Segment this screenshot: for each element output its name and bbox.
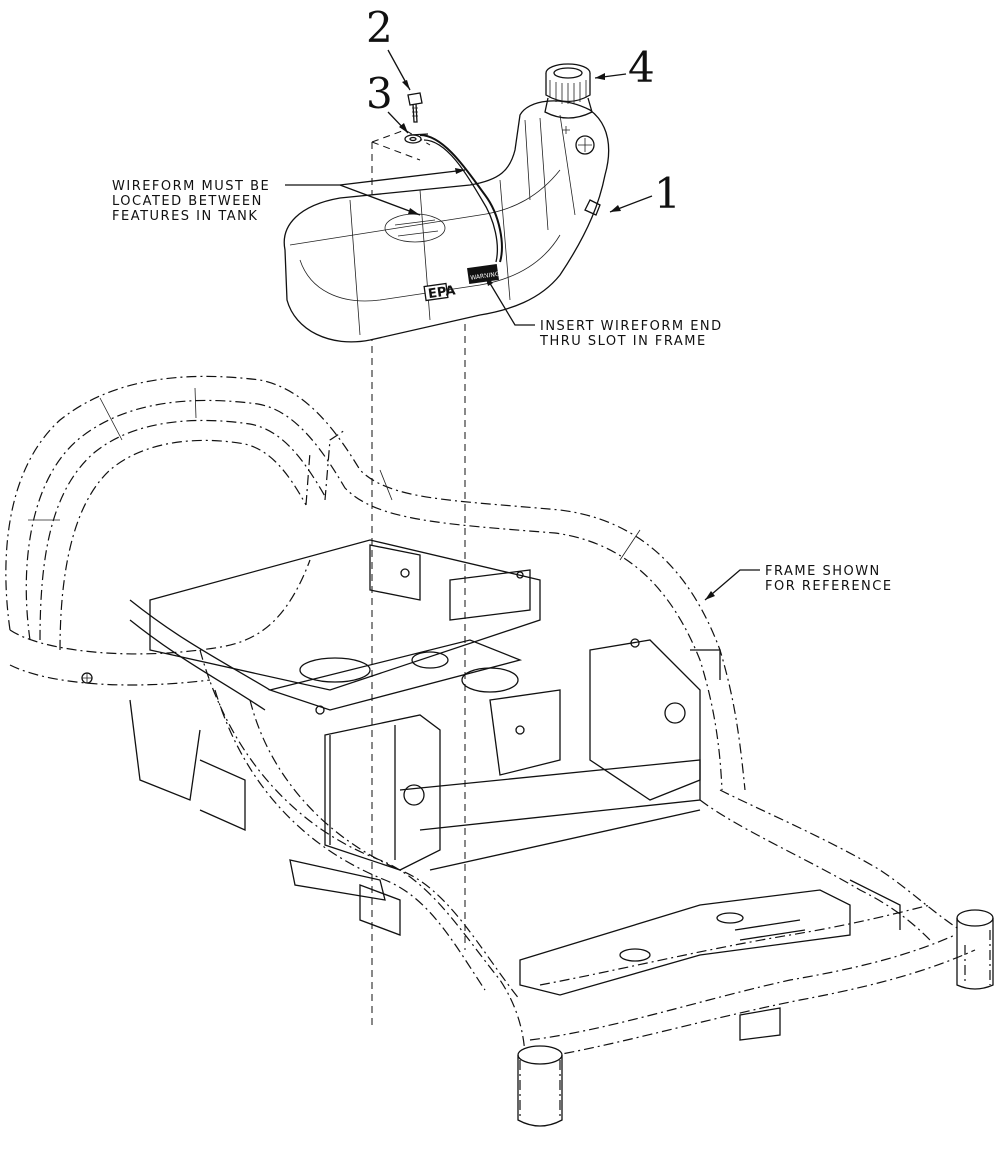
frame-assembly: [5, 375, 991, 1120]
callout-number: 1: [654, 169, 681, 218]
epa-label: EPA: [427, 283, 456, 302]
svg-text:WIREFORM MUST BE: WIREFORM MUST BE: [112, 179, 270, 194]
callout-number: 3: [366, 69, 393, 118]
svg-text:FRAME SHOWN: FRAME SHOWN: [765, 564, 881, 579]
note-wireform-location: WIREFORM MUST BE LOCATED BETWEEN FEATURE…: [112, 168, 466, 224]
frame-bumper-posts: [517, 909, 994, 1127]
callout-2: 2: [366, 3, 411, 91]
svg-text:FEATURES IN TANK: FEATURES IN TANK: [112, 209, 258, 224]
washer: [404, 134, 422, 144]
fuel-tank: EPA WARNING: [283, 100, 610, 343]
svg-text:THRU SLOT IN FRAME: THRU SLOT IN FRAME: [539, 334, 707, 349]
screw: [407, 92, 423, 123]
svg-text:INSERT WIREFORM END: INSERT WIREFORM END: [540, 319, 723, 334]
callout-number: 4: [628, 43, 655, 92]
note-insert-wireform: INSERT WIREFORM END THRU SLOT IN FRAME: [484, 274, 723, 349]
callout-3: 3: [366, 69, 409, 134]
callout-4: 4: [594, 43, 655, 92]
svg-text:FOR REFERENCE: FOR REFERENCE: [765, 579, 893, 594]
callout-1: 1: [609, 169, 681, 218]
callout-number: 2: [366, 3, 393, 52]
frame-hardware: [81, 568, 640, 715]
svg-text:LOCATED BETWEEN: LOCATED BETWEEN: [112, 194, 263, 209]
fuel-cap: [544, 63, 593, 119]
note-frame-reference: FRAME SHOWN FOR REFERENCE: [704, 564, 893, 601]
frame-deck-plates: [129, 539, 901, 1041]
